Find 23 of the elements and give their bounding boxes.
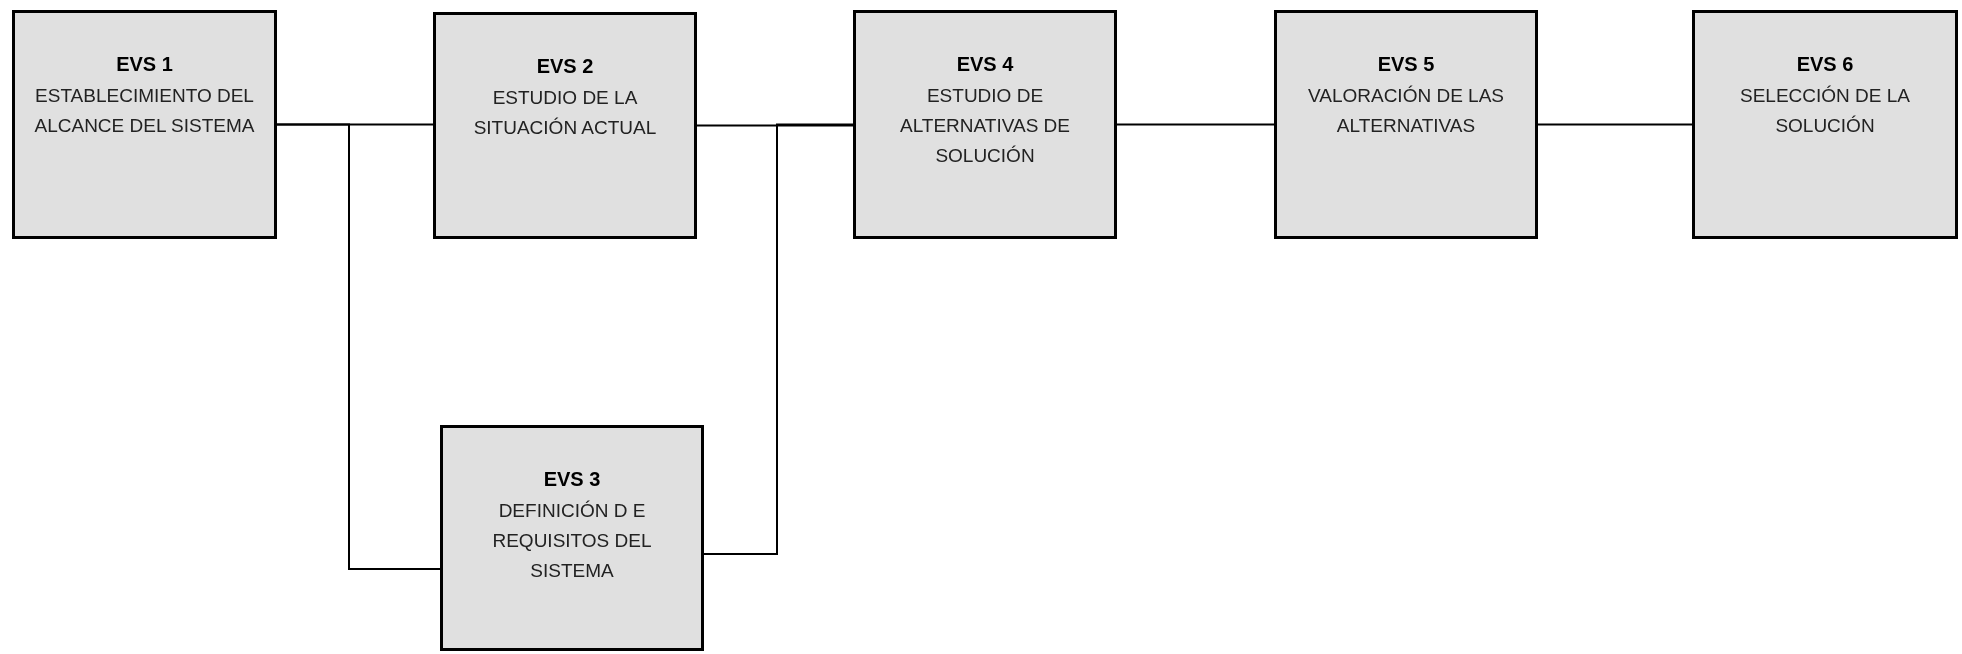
process-box bbox=[1274, 10, 1538, 239]
connector-line bbox=[696, 124, 854, 127]
step-description: SELECCIÓN DE LA SOLUCIÓN bbox=[1739, 84, 1911, 138]
step-title: EVS 1 bbox=[116, 52, 173, 77]
step-description: ESTABLECIMIENTO DEL ALCANCE DEL SISTEMA bbox=[33, 84, 256, 138]
process-box bbox=[12, 10, 277, 239]
process-box bbox=[853, 10, 1117, 239]
process-box bbox=[433, 12, 697, 239]
step-title: EVS 3 bbox=[543, 467, 601, 492]
step-description: ESTUDIO DE LA SITUACIÓN ACTUAL bbox=[472, 86, 658, 140]
connector-line bbox=[276, 123, 441, 570]
step-title: EVS 5 bbox=[1377, 52, 1435, 77]
step-description: DEFINICIÓN D E REQUISITOS DEL SISTEMA bbox=[491, 499, 653, 583]
process-box bbox=[440, 425, 704, 651]
step-title: EVS 6 bbox=[1796, 52, 1854, 77]
connector-line bbox=[703, 123, 854, 555]
connector-line bbox=[1537, 123, 1693, 126]
step-title: EVS 2 bbox=[536, 54, 594, 79]
process-box bbox=[1692, 10, 1958, 239]
step-description: ESTUDIO DE ALTERNATIVAS DE SOLUCIÓN bbox=[899, 84, 1071, 168]
step-title: EVS 4 bbox=[956, 52, 1014, 77]
connector-line bbox=[1116, 123, 1275, 126]
step-description: VALORACIÓN DE LAS ALTERNATIVAS bbox=[1306, 84, 1505, 138]
